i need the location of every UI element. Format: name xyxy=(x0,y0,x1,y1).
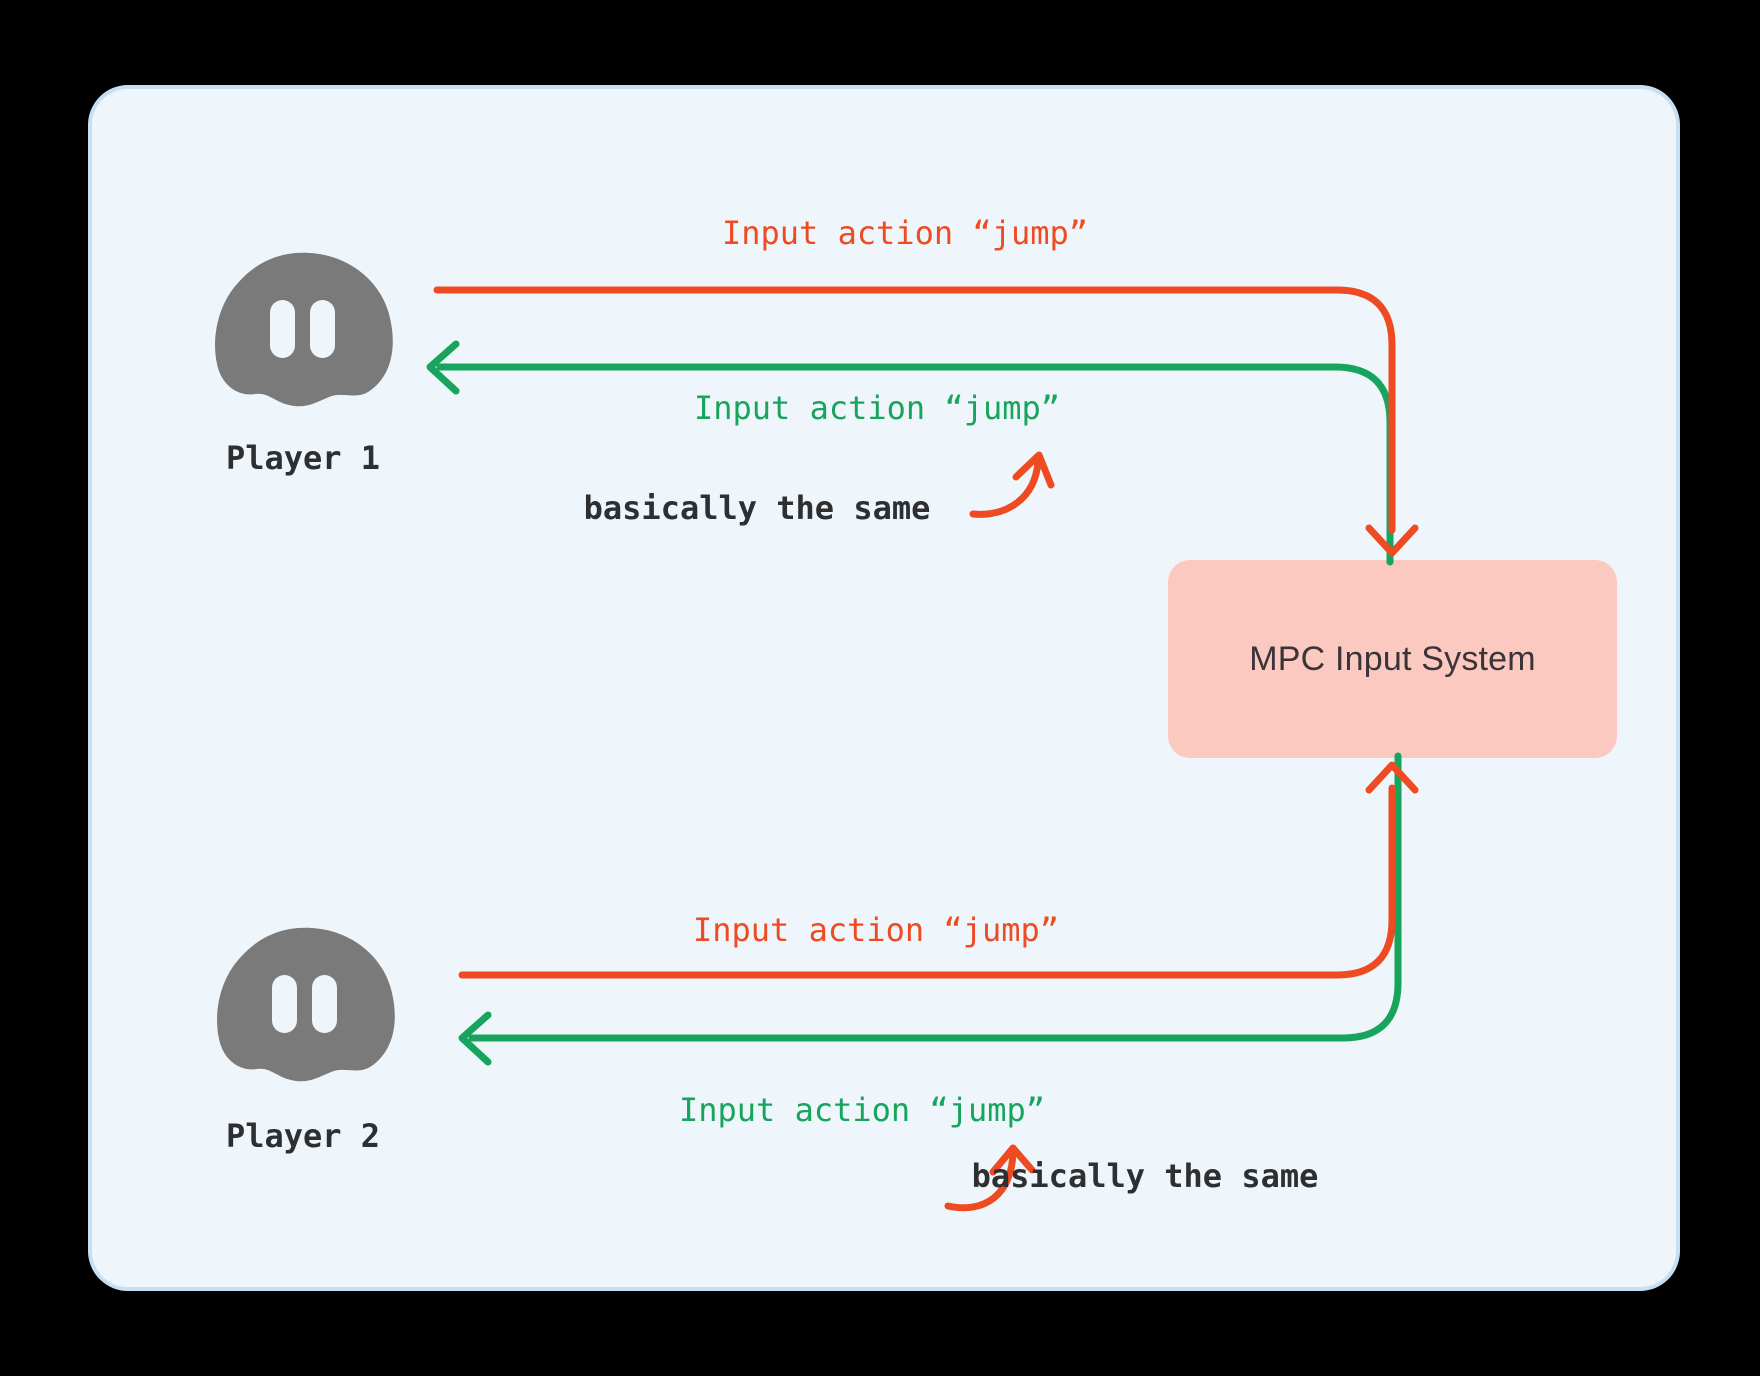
p2-send-label: Input action “jump” xyxy=(692,911,1060,949)
mpc-input-system-box: MPC Input System xyxy=(1168,560,1617,758)
p2-receive-label: Input action “jump” xyxy=(678,1091,1046,1129)
p1-send-label: Input action “jump” xyxy=(721,214,1089,252)
player2-label: Player 2 xyxy=(225,1117,381,1155)
player1-label: Player 1 xyxy=(225,439,381,477)
p1-receive-label: Input action “jump” xyxy=(693,389,1061,427)
annotation-top: basically the same xyxy=(583,489,931,527)
annotation-bottom: basically the same xyxy=(971,1157,1319,1195)
mpc-input-system-label: MPC Input System xyxy=(1249,639,1536,678)
